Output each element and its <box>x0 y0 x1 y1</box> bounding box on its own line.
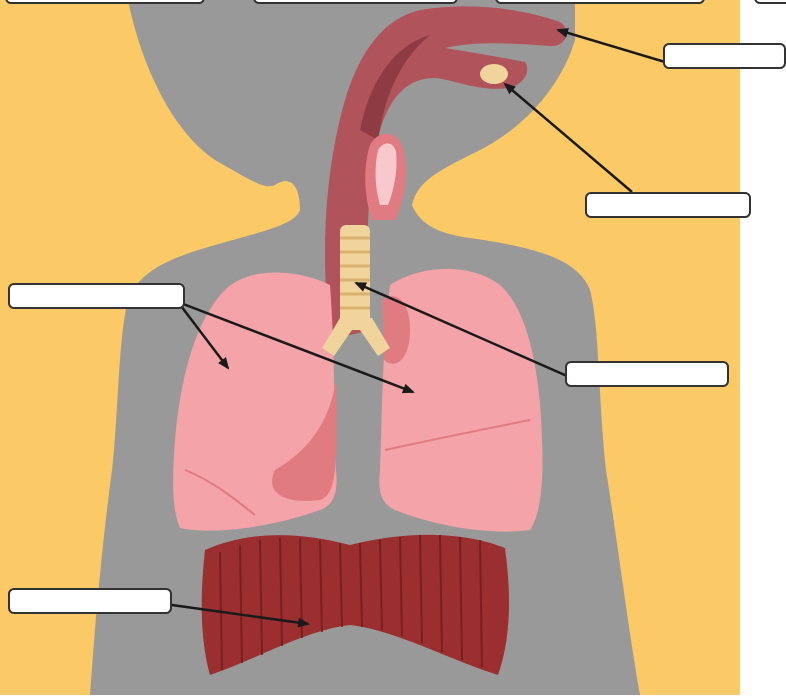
label-box-diaphragm[interactable] <box>8 588 172 614</box>
label-box-trachea[interactable] <box>565 361 729 387</box>
label-box-mouth[interactable] <box>585 192 751 218</box>
top-tab-2 <box>253 0 458 4</box>
label-box-nose[interactable] <box>663 43 786 69</box>
top-tab-1 <box>5 0 205 4</box>
top-tab-3 <box>495 0 705 4</box>
mouth-tongue <box>480 64 508 84</box>
label-box-lungs[interactable] <box>8 283 185 309</box>
right-margin <box>740 0 786 695</box>
top-tab-4 <box>754 0 786 4</box>
trachea <box>340 225 370 330</box>
